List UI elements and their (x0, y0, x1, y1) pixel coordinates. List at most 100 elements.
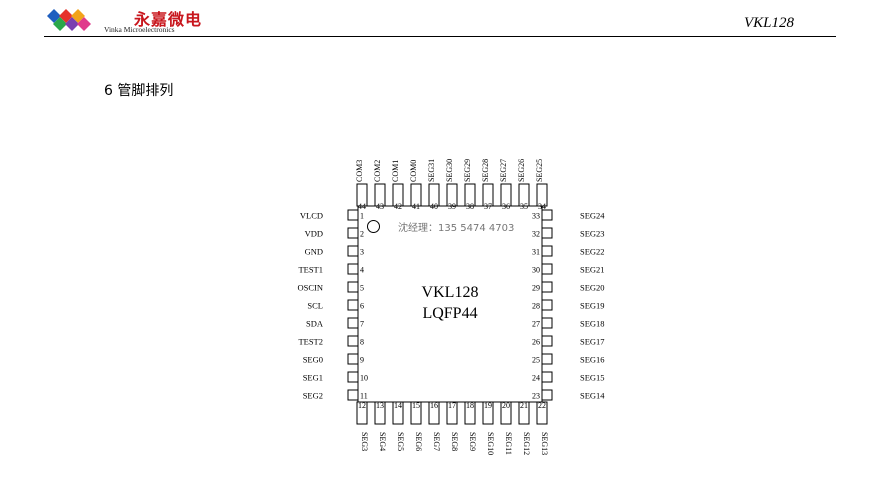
right-pin-lead (541, 209, 553, 221)
bottom-pin-label: SEG7 (432, 432, 441, 451)
bottom-pin-label: SEG12 (522, 432, 531, 455)
right-pin-label: SEG19 (580, 301, 605, 311)
top-pin-label: SEG25 (535, 159, 544, 182)
right-pin-lead (541, 245, 553, 257)
top-pin-number: 38 (466, 202, 474, 211)
chip-body (357, 205, 543, 403)
brand-name-cn: 永嘉微电 (134, 10, 203, 29)
right-pin-label: SEG23 (580, 229, 605, 239)
bottom-pin-lead (464, 401, 476, 425)
top-pin-label: SEG26 (517, 159, 526, 182)
bottom-pin-lead (410, 401, 422, 425)
left-pin-number: 2 (360, 230, 364, 239)
left-pin-label: VLCD (300, 211, 323, 221)
bottom-pin-lead (356, 401, 368, 425)
right-pin-label: SEG16 (580, 355, 605, 365)
left-pin-label: TEST2 (298, 337, 323, 347)
pin1-marker (367, 220, 380, 233)
left-pin-label: SCL (307, 301, 323, 311)
left-pin-lead (347, 317, 359, 329)
bottom-pin-number: 19 (484, 401, 492, 410)
right-pin-label: SEG15 (580, 373, 605, 383)
right-pin-label: SEG21 (580, 265, 605, 275)
right-pin-lead (541, 371, 553, 383)
top-pin-label: SEG28 (481, 159, 490, 182)
right-pin-label: SEG22 (580, 247, 605, 257)
top-pin-lead (500, 183, 512, 207)
right-pin-lead (541, 353, 553, 365)
section-number: 6 (104, 83, 113, 99)
right-pin-number: 31 (532, 248, 540, 257)
right-pin-lead (541, 317, 553, 329)
top-pin-lead (392, 183, 404, 207)
top-pin-lead (518, 183, 530, 207)
top-pin-label: COM3 (355, 160, 364, 182)
bottom-pin-label: SEG3 (360, 432, 369, 451)
bottom-pin-number: 12 (358, 401, 366, 410)
bottom-pin-label: SEG5 (396, 432, 405, 451)
bottom-pin-label: SEG9 (468, 432, 477, 451)
right-pin-label: SEG17 (580, 337, 605, 347)
right-pin-number: 28 (532, 302, 540, 311)
left-pin-label: VDD (305, 229, 323, 239)
bottom-pin-label: SEG13 (540, 432, 549, 455)
left-pin-number: 9 (360, 356, 364, 365)
top-pin-number: 40 (430, 202, 438, 211)
left-pin-lead (347, 389, 359, 401)
right-pin-number: 25 (532, 356, 540, 365)
left-pin-lead (347, 209, 359, 221)
brand-name-en: Vinka Microelectronics (104, 25, 175, 34)
bottom-pin-number: 22 (538, 401, 546, 410)
top-pin-lead (482, 183, 494, 207)
top-pin-number: 41 (412, 202, 420, 211)
bottom-pin-label: SEG4 (378, 432, 387, 451)
section-heading: 6 管脚排列 (104, 80, 173, 100)
right-pin-lead (541, 227, 553, 239)
left-pin-lead (347, 281, 359, 293)
top-pin-label: COM1 (391, 160, 400, 182)
left-pin-label: OSCIN (297, 283, 323, 293)
bottom-pin-lead (500, 401, 512, 425)
chip-package: LQFP44 (422, 305, 478, 322)
top-pin-number: 42 (394, 202, 402, 211)
left-pin-label: SEG2 (303, 391, 323, 401)
bottom-pin-lead (446, 401, 458, 425)
bottom-pin-number: 15 (412, 401, 420, 410)
left-pin-number: 4 (360, 266, 364, 275)
left-pin-label: SEG1 (303, 373, 323, 383)
left-pin-number: 7 (360, 320, 364, 329)
left-pin-lead (347, 371, 359, 383)
top-pin-lead (374, 183, 386, 207)
section-title: 管脚排列 (117, 83, 174, 99)
bottom-pin-label: SEG8 (450, 432, 459, 451)
chip-name: VKL128 (421, 284, 479, 301)
right-pin-number: 26 (532, 338, 540, 347)
bottom-pin-lead (392, 401, 404, 425)
top-pin-lead (428, 183, 440, 207)
bottom-pin-lead (374, 401, 386, 425)
bottom-pin-number: 14 (394, 401, 402, 410)
top-pin-lead (446, 183, 458, 207)
left-pin-label: SDA (306, 319, 324, 329)
right-pin-number: 29 (532, 284, 540, 293)
left-pin-number: 3 (360, 248, 364, 257)
bottom-pin-lead (536, 401, 548, 425)
top-pin-label: COM2 (373, 160, 382, 182)
top-pin-number: 35 (520, 202, 528, 211)
right-pin-number: 30 (532, 266, 540, 275)
bottom-pin-label: SEG6 (414, 432, 423, 451)
top-pin-label: SEG30 (445, 159, 454, 182)
top-pin-label: COM0 (409, 160, 418, 182)
right-pin-lead (541, 389, 553, 401)
bottom-pin-lead (482, 401, 494, 425)
right-pin-lead (541, 299, 553, 311)
right-pin-lead (541, 281, 553, 293)
top-pin-number: 39 (448, 202, 456, 211)
left-pin-lead (347, 245, 359, 257)
top-pin-number: 43 (376, 202, 384, 211)
left-pin-number: 10 (360, 374, 368, 383)
left-pin-label: GND (305, 247, 323, 257)
right-pin-lead (541, 263, 553, 275)
bottom-pin-lead (428, 401, 440, 425)
vinka-logo: 永嘉微电 Vinka Microelectronics (46, 4, 201, 34)
